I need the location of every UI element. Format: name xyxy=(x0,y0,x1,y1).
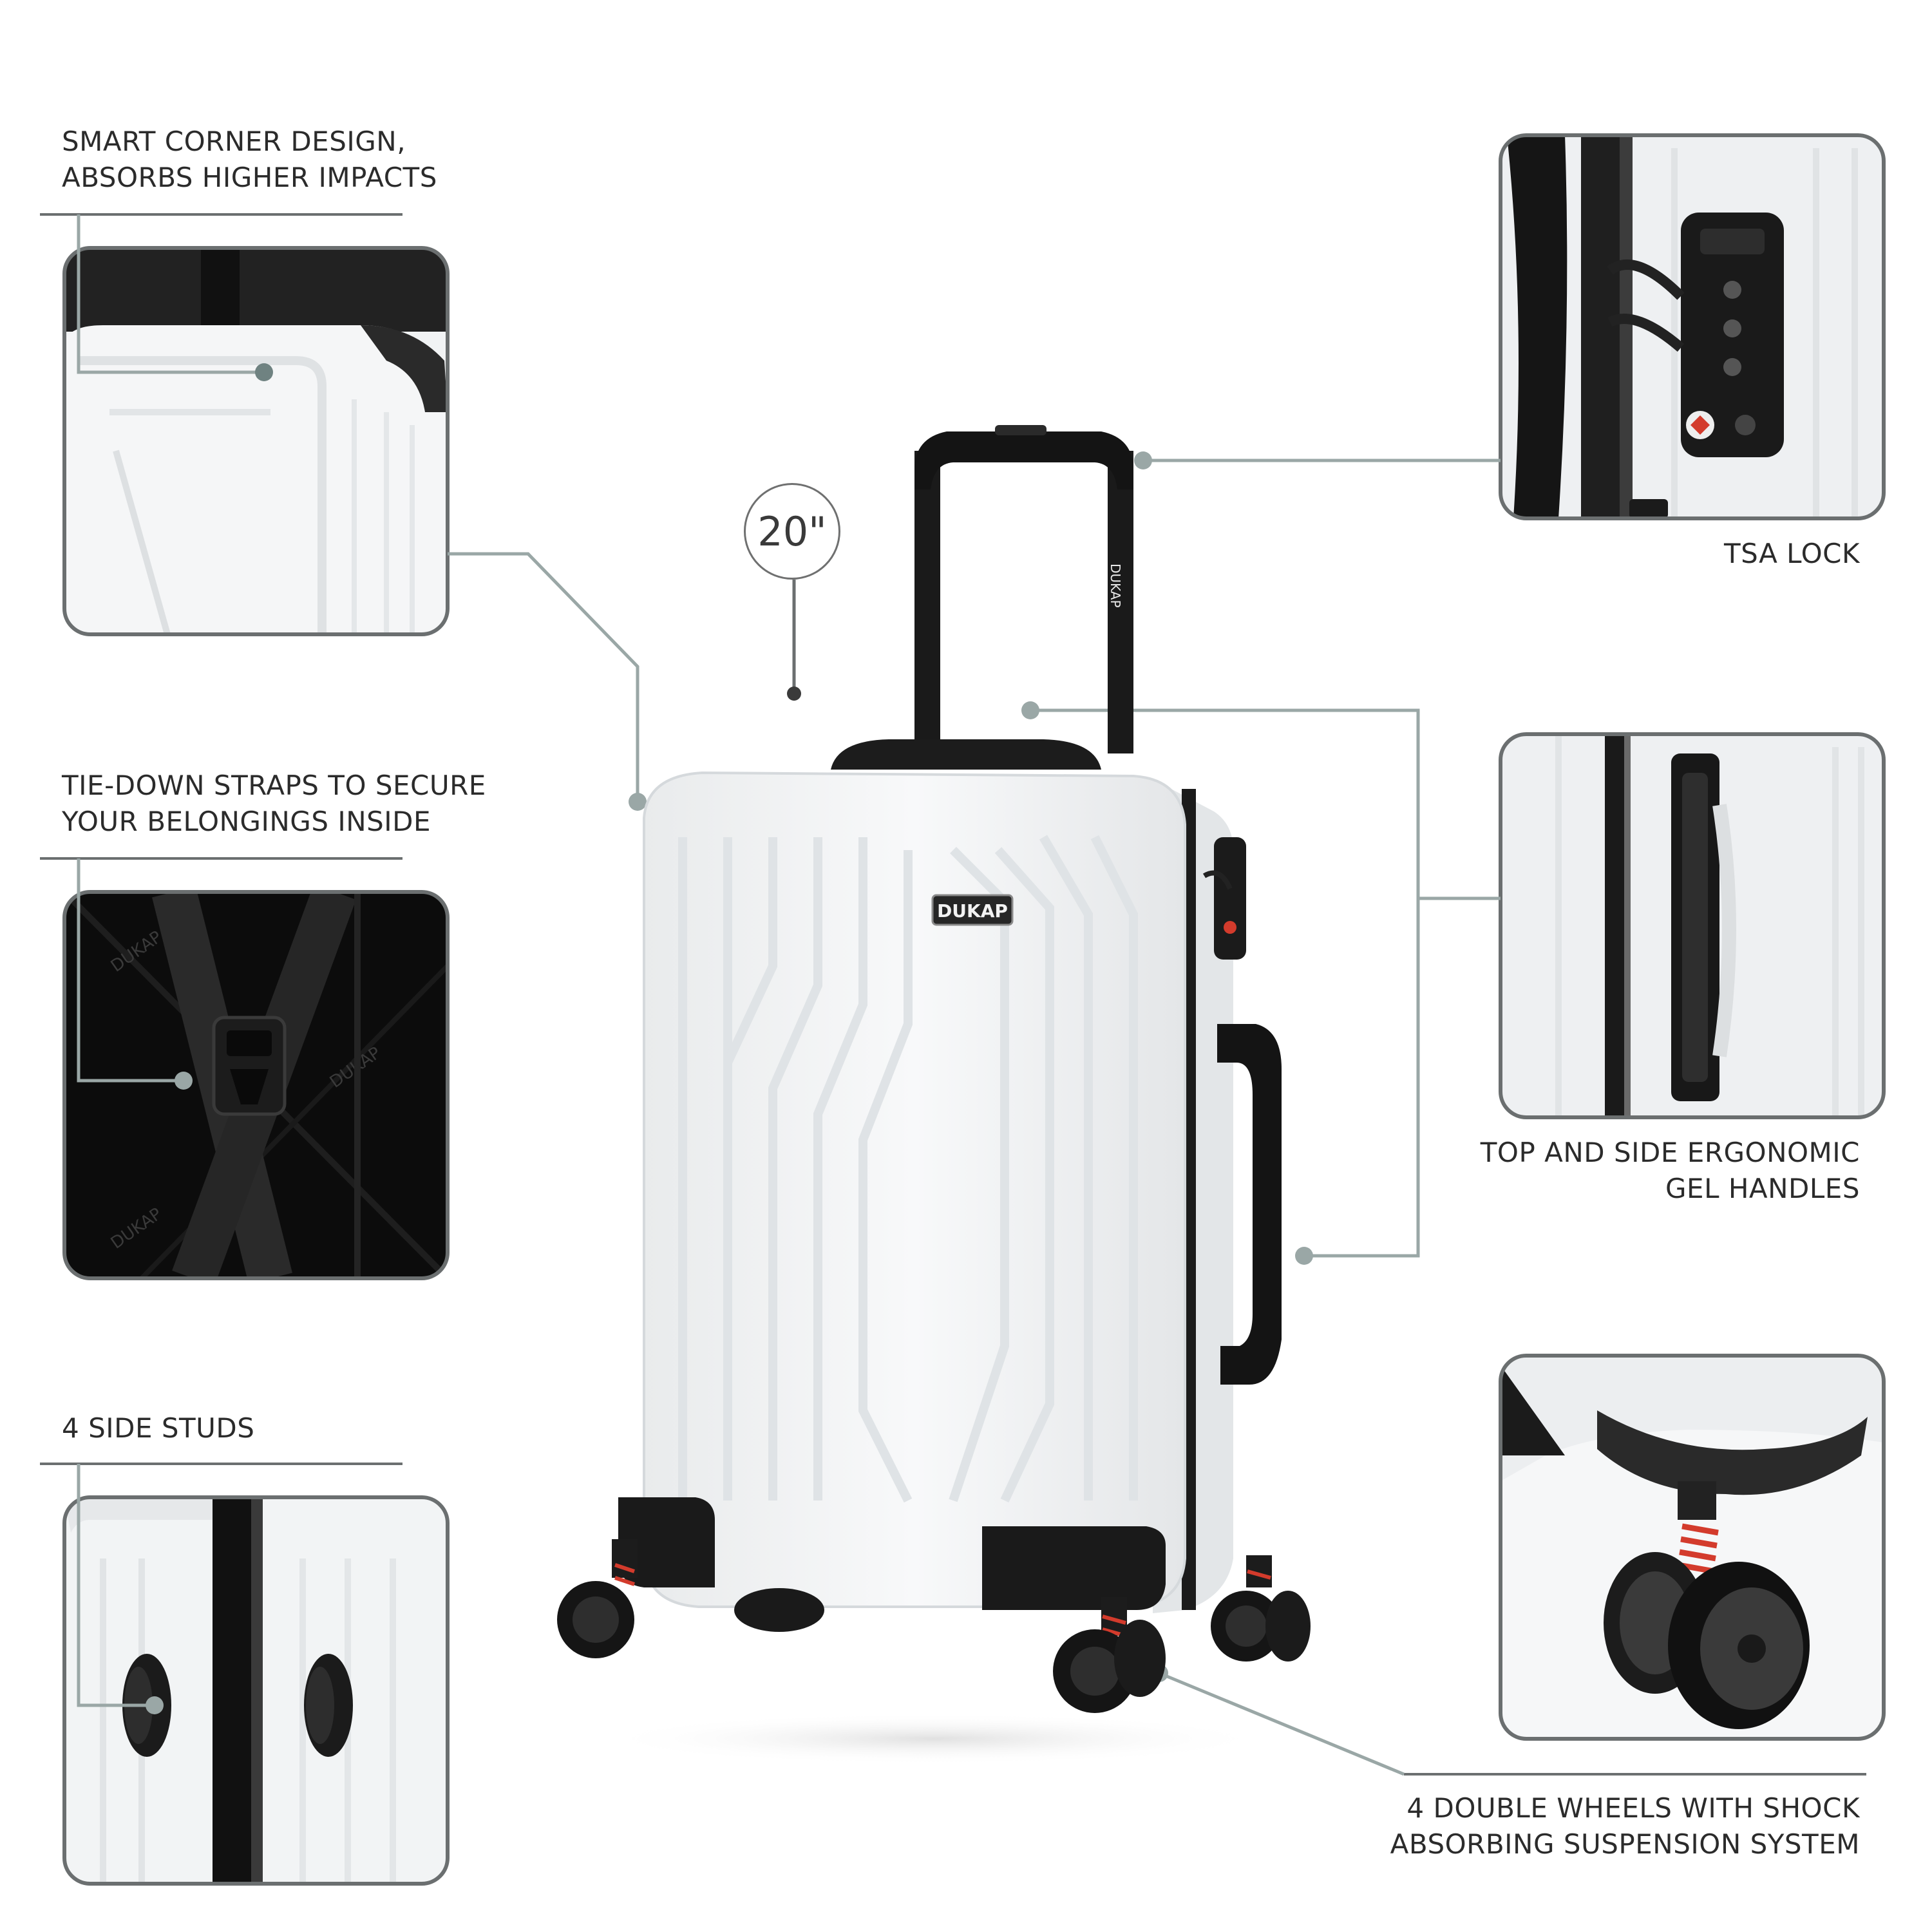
studs-caption-line-1: 4 SIDE STUDS xyxy=(62,1412,255,1444)
straps-callout-line xyxy=(77,858,184,1083)
side-carry-handle xyxy=(1217,1024,1282,1385)
corner-guard-right xyxy=(982,1526,1166,1610)
straps-caption: TIE-DOWN STRAPS TO SECURE YOUR BELONGING… xyxy=(62,768,486,840)
wheels-caption-line-1: 4 DOUBLE WHEELS WITH SHOCK xyxy=(1406,1792,1860,1824)
handles-caption-line-2: GEL HANDLES xyxy=(1665,1173,1860,1204)
corner-callout-line xyxy=(77,214,264,374)
telescopic-handle: DUKAP xyxy=(914,425,1133,753)
studs-detail-frame xyxy=(62,1495,450,1886)
wheels-callout-line xyxy=(1159,1671,1405,1776)
straps-detail-frame: DUKAP DUKAP DUKAP xyxy=(62,890,450,1280)
corner-guard-left xyxy=(618,1497,715,1587)
studs-caption: 4 SIDE STUDS xyxy=(62,1410,254,1446)
handles-callout-line xyxy=(1030,708,1420,1258)
corner-caption-line-1: SMART CORNER DESIGN, xyxy=(62,126,406,157)
wheel-front-left xyxy=(557,1539,638,1658)
corner-caption-line-2: ABSORBS HIGHER IMPACTS xyxy=(62,162,437,193)
tsa-lock-detail-frame xyxy=(1499,133,1886,520)
suitcase: DUKAP xyxy=(557,425,1311,1765)
shell-rib-pattern xyxy=(678,835,1138,1503)
wheels-caption-line-2: ABSORBING SUSPENSION SYSTEM xyxy=(1390,1828,1860,1860)
handles-caption-line-1: TOP AND SIDE ERGONOMIC xyxy=(1480,1137,1860,1168)
corner-detail-frame xyxy=(62,246,450,636)
handle-brand-text: DUKAP xyxy=(1108,564,1123,608)
side-tsa-lock xyxy=(1202,837,1246,960)
wheel-front-right xyxy=(1053,1597,1166,1713)
wheel-back-left xyxy=(734,1588,824,1632)
spinner-wheels xyxy=(557,1539,1311,1713)
size-badge: 20" xyxy=(744,483,840,580)
brand-badge-text: DUKAP xyxy=(937,900,1008,922)
tsa-caption-line-1: TSA LOCK xyxy=(1723,538,1860,569)
straps-caption-line-1: TIE-DOWN STRAPS TO SECURE xyxy=(62,770,486,801)
studs-callout-line xyxy=(77,1464,155,1707)
straps-caption-line-2: YOUR BELONGINGS INSIDE xyxy=(62,806,431,837)
corner-to-suitcase-line xyxy=(448,552,639,802)
wheel-back-right xyxy=(1211,1555,1311,1662)
side-handle-detail-frame xyxy=(1499,732,1886,1119)
top-carry-handle xyxy=(831,739,1101,770)
caption-rules xyxy=(40,213,1866,1776)
wheels-caption: 4 DOUBLE WHEELS WITH SHOCK ABSORBING SUS… xyxy=(1390,1790,1860,1862)
corner-caption: SMART CORNER DESIGN, ABSORBS HIGHER IMPA… xyxy=(62,124,437,196)
brand-badge: DUKAP xyxy=(931,894,1014,926)
tsa-caption: TSA LOCK xyxy=(1724,536,1860,572)
handles-caption: TOP AND SIDE ERGONOMIC GEL HANDLES xyxy=(1481,1135,1860,1207)
wheel-detail-frame xyxy=(1499,1354,1886,1741)
callout-lines xyxy=(77,214,1501,1776)
suitcase-shadow xyxy=(599,1713,1269,1765)
